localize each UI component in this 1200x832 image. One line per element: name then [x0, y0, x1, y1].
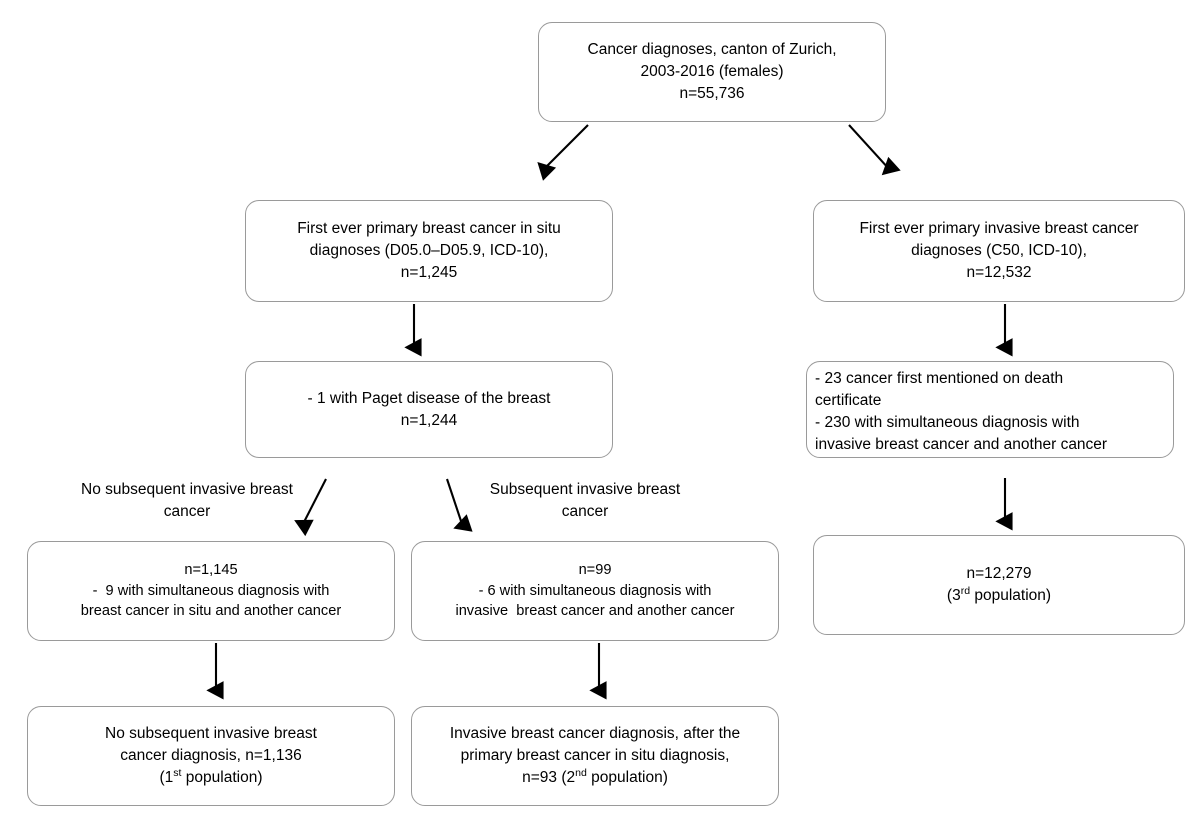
branch-label-no-subsequent-line-2: breast cancer — [163, 481, 293, 520]
node-paget-exclusion-line-2: n=1,244 — [400, 411, 458, 429]
branch-label-subsequent-line-2: breast cancer — [561, 481, 681, 520]
node-second-population-line-2: primary breast cancer in situ diagnosis, — [460, 747, 730, 764]
first-population-ordinal-suffix: st — [173, 766, 182, 779]
first-population-prefix: (1 — [159, 769, 174, 786]
node-third-population-label: (3rd population) — [947, 585, 1051, 607]
arrow-paget-to-no-subsequent — [294, 478, 327, 537]
node-second-population-label: n=93 (2nd population) — [522, 767, 668, 789]
node-first-population[interactable]: No subsequent invasive breast cancer dia… — [27, 706, 395, 806]
node-invasive-exclusions-line-1: - 23 cancer first mentioned on death — [815, 370, 1064, 387]
branch-label-no-subsequent-line-1: No subsequent invasive — [81, 481, 246, 498]
branch-label-subsequent: Subsequent invasive breast cancer — [480, 479, 690, 523]
node-first-ever-in-situ-line-2: diagnoses (D05.0–D05.9, ICD-10), — [309, 242, 549, 259]
node-first-population-line-1: No subsequent invasive breast — [105, 725, 317, 742]
node-first-population-line-2: cancer diagnosis, n=1,136 — [120, 747, 302, 764]
node-subsequent-invasive-line-2: - 6 with simultaneous diagnosis with — [478, 582, 712, 599]
node-source-cohort-line-1: Cancer diagnoses, canton of Zurich, — [587, 41, 837, 58]
node-first-ever-in-situ[interactable]: First ever primary breast cancer in situ… — [245, 200, 613, 302]
node-first-ever-invasive-line-3: n=12,532 — [966, 264, 1032, 281]
second-population-ordinal-suffix: nd — [575, 766, 587, 779]
node-second-population[interactable]: Invasive breast cancer diagnosis, after … — [411, 706, 779, 806]
node-first-ever-in-situ-line-1: First ever primary breast cancer in situ — [297, 220, 561, 237]
second-population-suffix: population) — [586, 769, 668, 786]
arrow-source-to-invasive — [848, 124, 901, 176]
node-no-subsequent-invasive-line-2: - 9 with simultaneous diagnosis with — [92, 582, 330, 599]
node-invasive-exclusions-line-4: invasive breast cancer and another cance… — [815, 436, 1108, 453]
node-third-population[interactable]: n=12,279 (3rd population) — [813, 535, 1185, 635]
third-population-ordinal-suffix: rd — [960, 584, 971, 597]
branch-label-no-subsequent: No subsequent invasive breast cancer — [72, 479, 302, 523]
node-first-ever-in-situ-line-3: n=1,245 — [400, 264, 458, 281]
node-first-population-label: (1st population) — [159, 767, 262, 789]
third-population-suffix: population) — [970, 587, 1052, 604]
node-first-ever-invasive-line-1: First ever primary invasive breast cance… — [859, 220, 1139, 237]
node-subsequent-invasive-line-1: n=99 — [578, 561, 612, 578]
branch-label-subsequent-line-1: Subsequent invasive — [489, 481, 633, 498]
arrow-paget-to-subsequent — [446, 478, 473, 532]
node-invasive-exclusions-line-2: certificate — [815, 392, 882, 409]
third-population-prefix: (3 — [946, 587, 961, 604]
node-no-subsequent-invasive[interactable]: n=1,145 - 9 with simultaneous diagnosis … — [27, 541, 395, 641]
node-paget-exclusion[interactable]: - 1 with Paget disease of the breast n=1… — [245, 361, 613, 458]
arrow-source-to-insitu — [537, 124, 589, 181]
node-subsequent-invasive[interactable]: n=99 - 6 with simultaneous diagnosis wit… — [411, 541, 779, 641]
second-population-prefix: n=93 (2 — [522, 769, 576, 786]
node-invasive-exclusions-line-3: - 230 with simultaneous diagnosis with — [815, 414, 1080, 431]
node-paget-exclusion-line-1: - 1 with Paget disease of the breast — [307, 389, 551, 407]
node-subsequent-invasive-line-3: invasive breast cancer and another cance… — [455, 603, 735, 620]
node-no-subsequent-invasive-line-1: n=1,145 — [184, 561, 238, 578]
node-first-ever-invasive-line-2: diagnoses (C50, ICD-10), — [911, 242, 1087, 259]
node-source-cohort-line-2: 2003-2016 (females) — [640, 63, 784, 80]
node-no-subsequent-invasive-line-3: breast cancer in situ and another cancer — [80, 603, 342, 620]
node-first-ever-invasive[interactable]: First ever primary invasive breast cance… — [813, 200, 1185, 302]
node-second-population-line-1: Invasive breast cancer diagnosis, after … — [449, 725, 741, 742]
node-third-population-count: n=12,279 — [966, 565, 1032, 582]
first-population-suffix: population) — [181, 769, 263, 786]
node-source-cohort[interactable]: Cancer diagnoses, canton of Zurich, 2003… — [538, 22, 886, 122]
node-source-cohort-line-3: n=55,736 — [679, 85, 745, 102]
node-invasive-exclusions[interactable]: - 23 cancer first mentioned on death cer… — [806, 361, 1174, 458]
